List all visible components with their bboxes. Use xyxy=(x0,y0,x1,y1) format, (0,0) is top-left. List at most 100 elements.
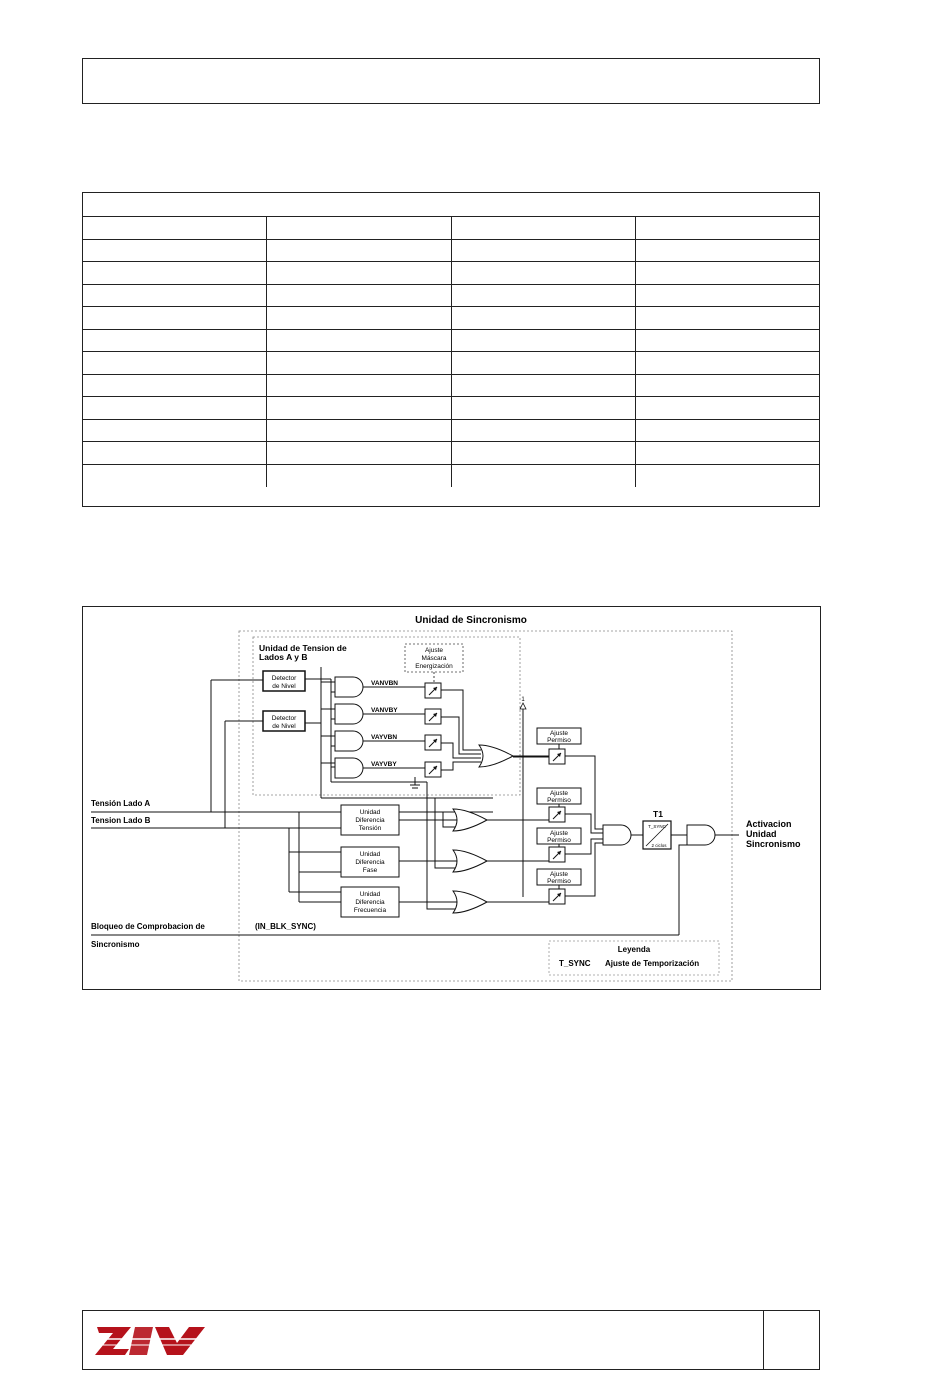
table-cell xyxy=(452,397,636,419)
level-detector-a: Detector de Nivel xyxy=(262,670,306,692)
page-header-box xyxy=(82,58,820,104)
mask-switch-2 xyxy=(424,708,442,725)
table-cell xyxy=(452,329,636,351)
table-cell xyxy=(267,374,452,396)
svg-text:Permiso: Permiso xyxy=(547,737,571,744)
timer-name: T1 xyxy=(653,809,663,819)
legend-value: Ajuste de Temporización xyxy=(605,959,699,968)
svg-text:Fase: Fase xyxy=(363,867,378,874)
block-signal-label: (IN_BLK_SYNC) xyxy=(255,922,316,931)
table-cell xyxy=(452,262,636,284)
table-cell xyxy=(83,442,268,464)
table-cell xyxy=(636,375,819,397)
table-cell xyxy=(267,397,452,419)
table-row xyxy=(83,217,819,240)
table-cell xyxy=(636,465,819,488)
mask-switch-1 xyxy=(424,682,442,699)
table-cell xyxy=(83,329,268,351)
gate-label-vanvby: VANVBY xyxy=(371,707,398,714)
frequency-difference-unit: Unidad Diferencia Frecuencia xyxy=(340,886,400,918)
table-cell xyxy=(636,240,819,262)
block-input-label-1: Bloqueo de Comprobacion de xyxy=(91,922,205,931)
constant-one-label: 1 xyxy=(521,697,525,703)
table-cell xyxy=(267,352,452,374)
table-title-row xyxy=(83,193,819,217)
table-cell xyxy=(636,217,819,239)
permit-switch-3 xyxy=(548,846,566,863)
voltage-unit-frame xyxy=(252,636,521,796)
permit-setting-3: Ajuste Permiso xyxy=(536,827,582,845)
gate-label-vanvbn: VANVBN xyxy=(371,680,398,687)
svg-text:Diferencia: Diferencia xyxy=(355,899,385,906)
table-cell xyxy=(83,307,268,329)
table-row xyxy=(83,419,819,442)
table-cell xyxy=(83,374,268,396)
mask-setting-box xyxy=(404,643,464,673)
table-cell xyxy=(452,284,636,306)
table-cell xyxy=(452,217,636,239)
table-row xyxy=(83,329,819,352)
legend-key: T_SYNC xyxy=(559,959,591,968)
table-cell xyxy=(83,419,268,441)
svg-text:Unidad: Unidad xyxy=(360,891,381,898)
table-row xyxy=(83,239,819,262)
sync-timer: T_SYNC 2 ciclos xyxy=(642,820,672,850)
mask-setting-label-3: Energización xyxy=(415,663,453,670)
table-cell xyxy=(452,307,636,329)
table-row xyxy=(83,397,819,420)
table-row xyxy=(83,284,819,307)
table-cell xyxy=(267,419,452,441)
svg-text:Diferencia: Diferencia xyxy=(355,817,385,824)
gate-label-vayvbn: VAYVBN xyxy=(371,734,397,741)
table-cell xyxy=(83,352,268,374)
svg-text:Tensión: Tensión xyxy=(359,825,382,832)
svg-text:Ajuste: Ajuste xyxy=(550,871,568,878)
svg-text:2 ciclos: 2 ciclos xyxy=(651,843,667,848)
table-cell xyxy=(452,374,636,396)
or-gate-voltage xyxy=(478,744,514,768)
table-cell xyxy=(636,262,819,284)
svg-text:Ajuste: Ajuste xyxy=(550,830,568,837)
table-row xyxy=(83,307,819,330)
table-cell xyxy=(267,239,452,261)
table-cell xyxy=(83,464,268,487)
table-cell xyxy=(452,464,636,487)
table-cell xyxy=(452,442,636,464)
voltage-difference-unit: Unidad Diferencia Tensión xyxy=(340,804,400,836)
and-gate-vanvbn xyxy=(334,676,364,698)
svg-text:Ajuste: Ajuste xyxy=(550,730,568,737)
table-cell xyxy=(267,442,452,464)
svg-text:Detector: Detector xyxy=(272,675,297,682)
logic-diagram-svg: Unidad de Sincronismo Unidad de Tension … xyxy=(91,615,801,982)
table-cell xyxy=(636,397,819,419)
page-footer xyxy=(82,1310,820,1370)
phase-difference-unit: Unidad Diferencia Fase xyxy=(340,846,400,878)
svg-text:Detector: Detector xyxy=(272,715,297,722)
table-cell xyxy=(636,352,819,374)
sync-unit-frame xyxy=(238,630,733,982)
table-row xyxy=(83,352,819,375)
table-cell xyxy=(267,217,452,239)
svg-text:Unidad: Unidad xyxy=(360,851,381,858)
svg-text:Ajuste: Ajuste xyxy=(550,790,568,797)
table-row xyxy=(83,262,819,285)
mask-setting-label-1: Ajuste xyxy=(425,647,443,654)
permit-setting-2: Ajuste Permiso xyxy=(536,787,582,805)
input-voltage-a: Tensión Lado A xyxy=(91,799,150,808)
svg-text:Permiso: Permiso xyxy=(547,797,571,804)
table-cell xyxy=(267,284,452,306)
input-voltage-b: Tension Lado B xyxy=(91,816,151,825)
data-table xyxy=(82,192,820,507)
and-gate-output xyxy=(686,824,716,846)
table-cell xyxy=(452,239,636,261)
level-detector-b: Detector de Nivel xyxy=(262,710,306,732)
permit-switch-2 xyxy=(548,806,566,823)
table-cell xyxy=(452,352,636,374)
gate-label-vayvby: VAYVBY xyxy=(371,761,397,768)
permit-setting-1: Ajuste Permiso xyxy=(536,727,582,745)
svg-text:T_SYNC: T_SYNC xyxy=(648,824,667,829)
and-gate-vanvby xyxy=(334,703,364,725)
svg-text:Unidad: Unidad xyxy=(360,809,381,816)
footer-divider xyxy=(763,1311,764,1369)
output-label-1: Activacion xyxy=(746,819,792,829)
